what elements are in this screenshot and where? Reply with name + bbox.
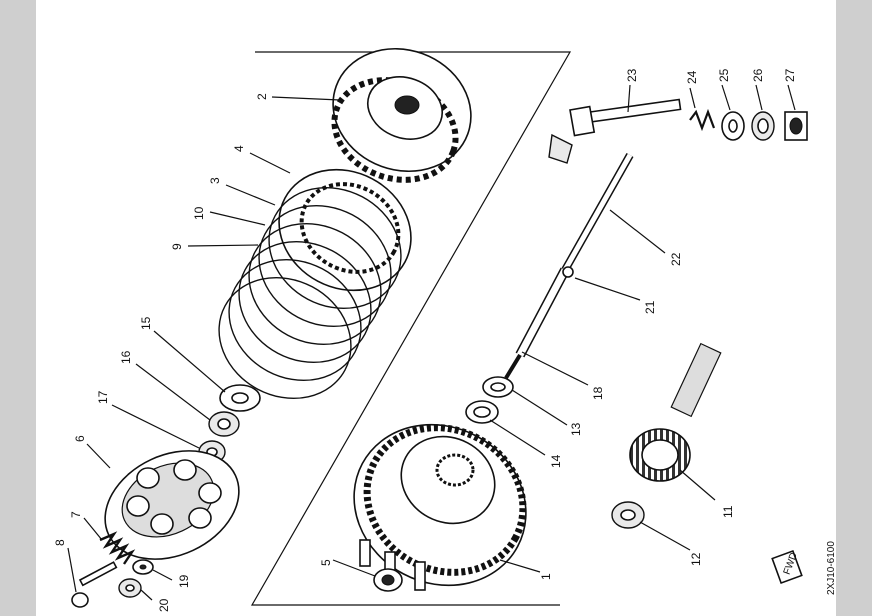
callout-27: 27 bbox=[783, 68, 797, 82]
callout-18: 18 bbox=[591, 386, 605, 400]
part-13-thrust-washer bbox=[482, 376, 514, 398]
leader-lines bbox=[67, 84, 796, 601]
part-21-push-rod bbox=[515, 266, 574, 358]
callout-11: 11 bbox=[721, 505, 735, 518]
part-24-spring bbox=[689, 108, 716, 132]
drawing-code: 2XJ10-6100 bbox=[826, 541, 837, 595]
part-20-nut bbox=[118, 578, 142, 598]
part-19-washer bbox=[132, 559, 154, 575]
part-26-oil-seal bbox=[751, 111, 775, 141]
part-16-bush bbox=[208, 411, 240, 437]
part-8-bolt bbox=[71, 561, 118, 608]
part-7-clutch-spring bbox=[99, 531, 136, 565]
callout-12: 12 bbox=[689, 552, 703, 566]
callout-9: 9 bbox=[170, 243, 184, 250]
part-18-ball bbox=[504, 353, 522, 380]
callout-22: 22 bbox=[669, 252, 683, 266]
callout-1: 1 bbox=[539, 573, 553, 580]
callout-20: 20 bbox=[157, 598, 171, 612]
callout-2: 2 bbox=[255, 93, 269, 100]
callout-7: 7 bbox=[69, 511, 83, 518]
callout-10: 10 bbox=[192, 206, 206, 220]
callout-6: 6 bbox=[73, 435, 87, 442]
callout-4: 4 bbox=[232, 145, 246, 152]
callout-23: 23 bbox=[625, 68, 639, 82]
callout-26: 26 bbox=[751, 68, 765, 82]
callout-3: 3 bbox=[208, 177, 222, 184]
callout-24: 24 bbox=[685, 70, 699, 84]
clutch-plate-stack bbox=[218, 168, 412, 400]
part-5-lock-washer bbox=[373, 568, 403, 592]
callout-13: 13 bbox=[569, 422, 583, 436]
part-23-push-lever-axle bbox=[548, 98, 682, 164]
callout-labels: 2 4 3 10 9 15 16 17 6 7 8 19 20 5 1 14 1… bbox=[53, 68, 797, 612]
part-12-collar bbox=[611, 501, 645, 529]
callout-25: 25 bbox=[717, 68, 731, 82]
part-11-gear bbox=[629, 342, 722, 482]
part-6-pressure-plate bbox=[104, 450, 240, 560]
part-27-bearing bbox=[784, 111, 808, 141]
callout-19: 19 bbox=[177, 574, 191, 588]
part-15-washer bbox=[219, 384, 261, 412]
part-22-push-rod bbox=[561, 153, 634, 272]
part-25-washer bbox=[721, 111, 745, 141]
callout-14: 14 bbox=[549, 454, 563, 468]
fwd-mark: FWD bbox=[771, 549, 803, 585]
callout-5: 5 bbox=[319, 559, 333, 566]
callout-16: 16 bbox=[119, 350, 133, 364]
part-1-clutch-housing bbox=[353, 423, 527, 591]
callout-17: 17 bbox=[96, 390, 110, 404]
part-14-spacer bbox=[465, 400, 499, 424]
callout-21: 21 bbox=[643, 300, 657, 314]
callout-8: 8 bbox=[53, 539, 67, 546]
part-2-clutch-cover bbox=[331, 47, 472, 183]
callout-15: 15 bbox=[139, 316, 153, 330]
